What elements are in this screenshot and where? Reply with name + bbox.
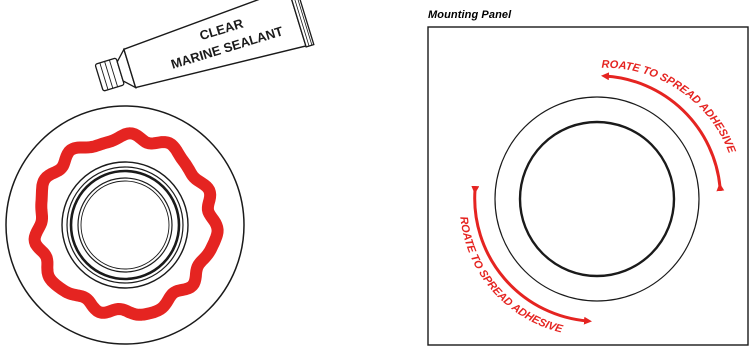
- rotate-arrow-icon: [471, 185, 592, 325]
- rotate-arrow-icon: [601, 72, 725, 192]
- adhesive-bead: [28, 127, 224, 321]
- sealant-tube-icon: CLEAR MARINE SEALANT: [94, 0, 315, 92]
- transducer-flange: [5, 105, 245, 345]
- mounting-panel: [427, 26, 749, 346]
- mounting-panel-title: Mounting Panel: [428, 9, 512, 21]
